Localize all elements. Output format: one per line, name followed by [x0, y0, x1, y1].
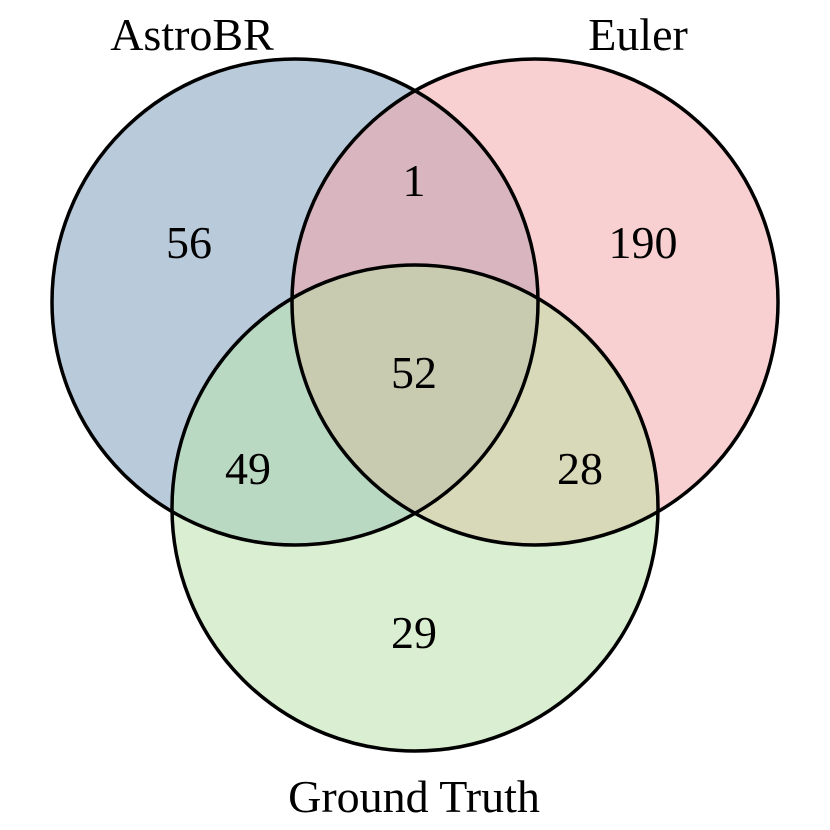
count-astrobr-ground-truth: 49 [225, 443, 271, 494]
count-astrobr-only: 56 [166, 217, 212, 268]
set-label-ground-truth: Ground Truth [288, 771, 540, 822]
set-euler-outline [290, 57, 780, 547]
set-ground-truth-outline [170, 263, 660, 753]
set-astrobr-outline [50, 57, 540, 547]
count-all-three: 52 [391, 347, 437, 398]
count-astrobr-euler: 1 [403, 155, 426, 206]
count-ground-truth-only: 29 [391, 607, 437, 658]
count-euler-only: 190 [609, 217, 678, 268]
set-label-astrobr: AstroBR [110, 9, 274, 60]
count-euler-ground-truth: 28 [557, 443, 603, 494]
set-label-euler: Euler [588, 9, 688, 60]
